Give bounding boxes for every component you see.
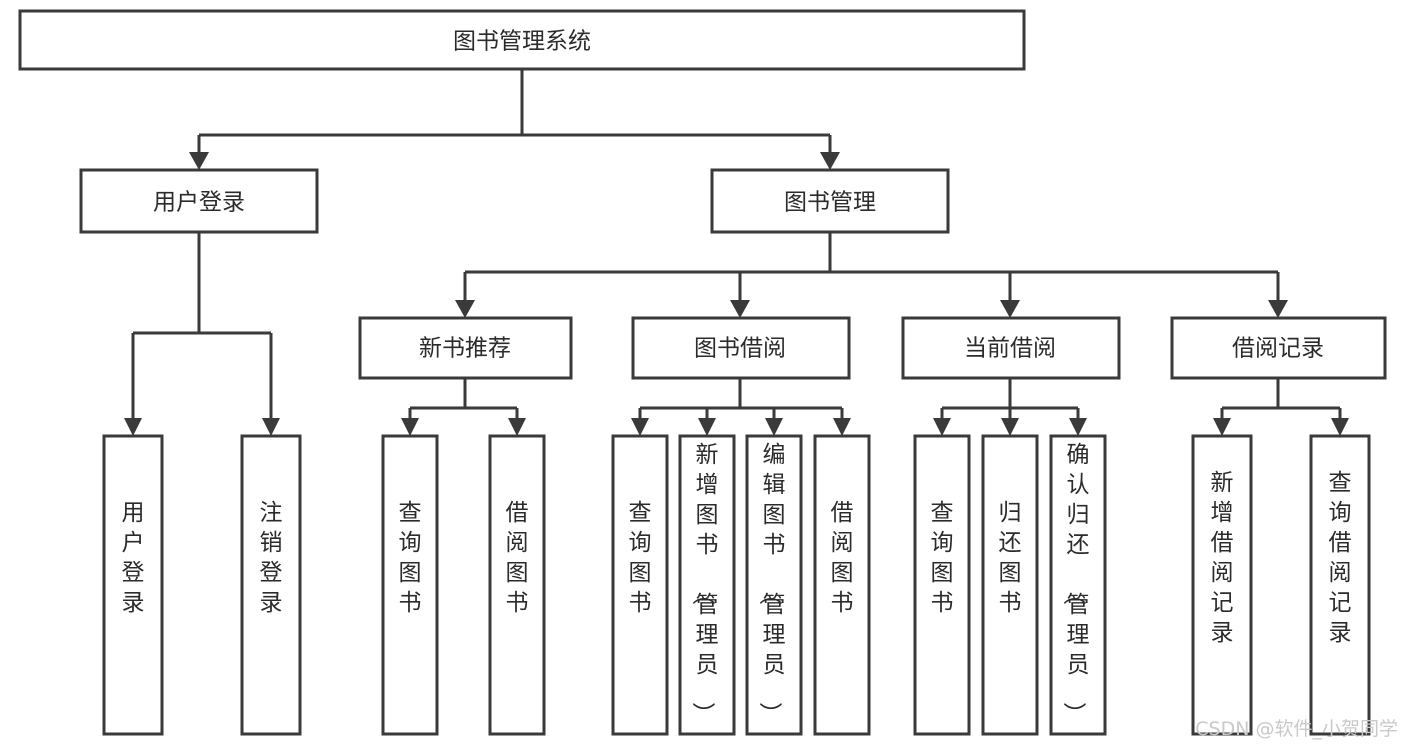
leaf-node-add-book-label: 新增图书（管理员） — [690, 442, 719, 725]
arrowhead-leaf-confirm-return — [1069, 418, 1087, 436]
arrowhead-leaf-query-book-3 — [933, 418, 951, 436]
node-current-borrow[interactable]: 当前借阅 — [901, 316, 1121, 380]
node-book-borrow-box[interactable] — [631, 316, 851, 380]
node-new-book-recommend-box[interactable] — [358, 316, 573, 380]
arrowhead-leaf-user-login — [124, 418, 142, 436]
leaf-node-add-book-box[interactable] — [678, 434, 736, 736]
node-borrow-record[interactable]: 借阅记录 — [1170, 316, 1387, 380]
leaf-node-add-record-box[interactable] — [1191, 434, 1253, 736]
connector-group-bookborrow-to-leaves — [631, 378, 851, 436]
arrowhead-leaf-edit-book — [765, 418, 783, 436]
connector-group-newbook-to-leaves — [401, 378, 526, 436]
leaf-node-user-login-box[interactable] — [102, 434, 164, 736]
leaf-node-user-logout-label: 注销登录 — [260, 500, 283, 616]
connector-group-root-to-level2 — [189, 69, 840, 170]
arrowhead-leaf-add-book — [698, 418, 716, 436]
leaf-node-query-book-3[interactable]: 查询图书 — [913, 434, 971, 736]
connector-group-bookmgmt-to-level3 — [455, 232, 1288, 318]
leaf-node-confirm-return[interactable]: 确认归还（管理员） — [1049, 434, 1107, 736]
leaf-node-confirm-return-box[interactable] — [1049, 434, 1107, 736]
arrowhead-current-borrow — [1000, 300, 1020, 318]
node-root-box[interactable] — [18, 9, 1026, 71]
leaf-node-borrow-book-2-label: 借阅图书 — [831, 500, 854, 616]
node-book-management-box[interactable] — [710, 168, 950, 234]
leaf-node-add-record[interactable]: 新增借阅记录 — [1191, 434, 1253, 736]
leaf-node-return-book[interactable]: 归还图书 — [981, 434, 1039, 736]
arrowhead-leaf-query-book-2 — [631, 418, 649, 436]
node-book-management-label: 图书管理 — [784, 190, 876, 216]
connector-group-userlogin-to-leaves — [124, 232, 280, 436]
node-new-book-recommend[interactable]: 新书推荐 — [358, 316, 573, 380]
node-borrow-record-box[interactable] — [1170, 316, 1387, 380]
leaf-node-add-record-label: 新增借阅记录 — [1211, 470, 1234, 646]
arrowhead-leaf-borrow-book-2 — [833, 418, 851, 436]
leaf-node-user-logout-box[interactable] — [240, 434, 302, 736]
leaf-node-add-book[interactable]: 新增图书（管理员） — [678, 434, 736, 736]
leaf-node-query-book-2-box[interactable] — [611, 434, 669, 736]
watermark-label: CSDN @软件_小贺同学 — [1195, 718, 1398, 740]
leaf-node-return-book-box[interactable] — [981, 434, 1039, 736]
leaf-node-borrow-book-2-box[interactable] — [813, 434, 871, 736]
node-book-borrow-label: 图书借阅 — [694, 336, 786, 362]
leaf-node-user-logout[interactable]: 注销登录 — [240, 434, 302, 736]
leaf-node-edit-book-label: 编辑图书（管理员） — [757, 442, 786, 725]
arrowhead-leaf-return-book — [1001, 418, 1019, 436]
node-user-login-label: 用户登录 — [153, 190, 245, 216]
leaf-node-borrow-book-1-label: 借阅图书 — [506, 500, 529, 616]
node-current-borrow-box[interactable] — [901, 316, 1121, 380]
connector-group-currentborrow-to-leaves — [933, 378, 1087, 436]
node-user-login-box[interactable] — [79, 168, 319, 234]
arrowhead-leaf-user-logout — [262, 418, 280, 436]
arrowhead-leaf-add-record — [1213, 418, 1231, 436]
leaf-node-query-record-label: 查询借阅记录 — [1329, 470, 1352, 646]
node-root-label: 图书管理系统 — [453, 29, 591, 55]
connector-group-borrowrecord-to-leaves — [1213, 378, 1349, 436]
leaf-node-user-login[interactable]: 用户登录 — [102, 434, 164, 736]
leaf-node-query-book-2[interactable]: 查询图书 — [611, 434, 669, 736]
leaf-node-borrow-book-1[interactable]: 借阅图书 — [488, 434, 546, 736]
node-book-management[interactable]: 图书管理 — [710, 168, 950, 234]
node-new-book-recommend-label: 新书推荐 — [419, 336, 511, 362]
leaf-node-query-book-1-box[interactable] — [381, 434, 439, 736]
leaf-node-query-book-3-label: 查询图书 — [931, 500, 954, 616]
leaf-node-query-book-2-label: 查询图书 — [629, 500, 652, 616]
arrowhead-leaf-query-record — [1331, 418, 1349, 436]
leaf-node-return-book-label: 归还图书 — [999, 500, 1022, 616]
leaf-node-query-book-1-label: 查询图书 — [399, 500, 422, 616]
leaf-node-edit-book[interactable]: 编辑图书（管理员） — [745, 434, 803, 736]
arrowhead-book-borrow — [730, 300, 750, 318]
leaf-node-query-book-1[interactable]: 查询图书 — [381, 434, 439, 736]
arrowhead-new-book — [455, 300, 475, 318]
node-book-borrow[interactable]: 图书借阅 — [631, 316, 851, 380]
node-user-login[interactable]: 用户登录 — [79, 168, 319, 234]
leaf-node-query-record[interactable]: 查询借阅记录 — [1309, 434, 1371, 736]
arrowhead-leaf-borrow-book-1 — [508, 418, 526, 436]
leaf-node-user-login-label: 用户登录 — [122, 500, 145, 616]
leaf-node-borrow-book-2[interactable]: 借阅图书 — [813, 434, 871, 736]
node-current-borrow-label: 当前借阅 — [964, 336, 1056, 362]
node-root[interactable]: 图书管理系统 — [18, 9, 1026, 71]
leaf-node-edit-book-box[interactable] — [745, 434, 803, 736]
leaf-node-query-record-box[interactable] — [1309, 434, 1371, 736]
arrowhead-user-login — [189, 152, 209, 170]
leaf-node-confirm-return-label: 确认归还（管理员） — [1061, 442, 1090, 725]
arrowhead-borrow-record — [1268, 300, 1288, 318]
node-borrow-record-label: 借阅记录 — [1232, 336, 1324, 362]
arrowhead-leaf-query-book-1 — [401, 418, 419, 436]
leaf-node-borrow-book-1-box[interactable] — [488, 434, 546, 736]
leaf-node-query-book-3-box[interactable] — [913, 434, 971, 736]
arrowhead-book-management — [820, 152, 840, 170]
